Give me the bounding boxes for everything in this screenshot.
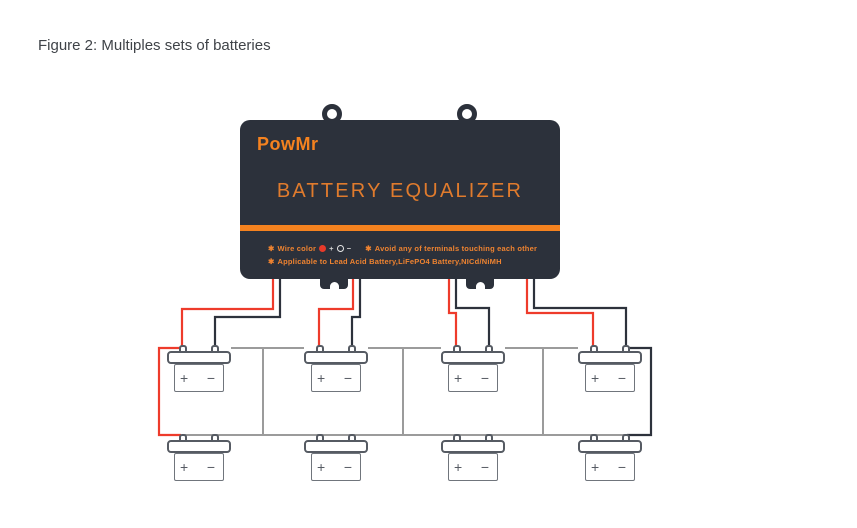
negative-terminal: [348, 434, 356, 442]
tab-notch-icon: [329, 282, 339, 289]
battery-top-3: + −: [441, 345, 505, 392]
wire-color-label: Wire color: [277, 244, 317, 253]
black-wire-battery-4: [532, 277, 628, 346]
black-wire-battery-2: [350, 277, 362, 346]
battery-cap: [441, 440, 505, 453]
minus-label: −: [343, 370, 352, 386]
battery-body: + −: [585, 364, 635, 392]
warning-label: Avoid any of terminals touching each oth…: [374, 244, 538, 253]
positive-terminal: [179, 434, 187, 442]
asterisk-icon: ✱: [268, 244, 275, 253]
mounting-tab-right-icon: [466, 277, 494, 289]
negative-terminal: [485, 434, 493, 442]
red-parallel-link-left: [157, 346, 183, 437]
minus-label: −: [480, 370, 489, 386]
negative-terminal: [485, 345, 493, 353]
red-wire-battery-4: [525, 277, 595, 346]
red-wire-battery-3: [447, 277, 458, 346]
positive-wire-dot-icon: [319, 245, 327, 252]
battery-body: + −: [448, 364, 498, 392]
black-parallel-link-right: [625, 346, 653, 437]
battery-top-2: + −: [304, 345, 368, 392]
positive-terminal: [316, 434, 324, 442]
note-applicable: ✱ Applicable to Lead Acid Battery,LiFePO…: [268, 257, 502, 266]
brand-logo: PowMr: [257, 134, 319, 154]
battery-top-1: + −: [167, 345, 231, 392]
battery-cap: [167, 351, 231, 364]
battery-bottom-2: + −: [304, 434, 368, 481]
battery-cap: [578, 440, 642, 453]
orange-stripe: [240, 225, 560, 231]
applicable-label: Applicable to Lead Acid Battery,LiFePO4 …: [277, 257, 502, 266]
minus-label: −: [206, 459, 215, 475]
minus-label: −: [206, 370, 215, 386]
positive-terminal: [590, 434, 598, 442]
battery-body: + −: [174, 453, 224, 481]
battery-body: + −: [311, 453, 361, 481]
plus-label: +: [317, 370, 326, 386]
battery-equalizer-device: PowMr BATTERY EQUALIZER ✱ Wire color + −…: [240, 120, 560, 289]
tab-notch-icon: [475, 282, 485, 289]
negative-terminal: [211, 434, 219, 442]
device-title: BATTERY EQUALIZER: [276, 180, 524, 202]
negative-terminal: [348, 345, 356, 353]
red-wire-battery-2: [317, 277, 355, 346]
mounting-tab-left-icon: [320, 277, 348, 289]
black-wire-battery-1: [213, 277, 282, 346]
minus-label: −: [480, 459, 489, 475]
battery-body: + −: [585, 453, 635, 481]
red-wire-battery-1: [180, 277, 275, 346]
note-wire-color: ✱ Wire color + − ✱ Avoid any of terminal…: [268, 244, 537, 253]
battery-cap: [304, 440, 368, 453]
minus-label: −: [617, 459, 626, 475]
asterisk-icon: ✱: [268, 257, 275, 266]
plus-label: +: [180, 370, 189, 386]
battery-bottom-1: + −: [167, 434, 231, 481]
minus-label: −: [617, 370, 626, 386]
battery-bottom-4: + −: [578, 434, 642, 481]
positive-terminal: [453, 345, 461, 353]
plus-label: +: [591, 459, 600, 475]
figure-caption: Figure 2: Multiples sets of batteries: [38, 37, 271, 54]
positive-terminal: [179, 345, 187, 353]
negative-terminal: [211, 345, 219, 353]
battery-body: + −: [174, 364, 224, 392]
plus-label: +: [317, 459, 326, 475]
battery-cap: [167, 440, 231, 453]
battery-cap: [304, 351, 368, 364]
positive-terminal: [316, 345, 324, 353]
battery-body: + −: [448, 453, 498, 481]
plus-label: +: [180, 459, 189, 475]
plus-label: +: [454, 370, 463, 386]
battery-cap: [578, 351, 642, 364]
minus-symbol: −: [346, 244, 352, 253]
plus-label: +: [591, 370, 600, 386]
minus-label: −: [343, 459, 352, 475]
battery-bottom-3: + −: [441, 434, 505, 481]
negative-terminal: [622, 345, 630, 353]
black-wire-battery-3: [454, 277, 491, 346]
positive-terminal: [453, 434, 461, 442]
plus-symbol: +: [329, 244, 334, 253]
plus-label: +: [454, 459, 463, 475]
battery-top-4: + −: [578, 345, 642, 392]
battery-cap: [441, 351, 505, 364]
asterisk-icon: ✱: [365, 244, 372, 253]
negative-wire-dot-icon: [336, 245, 344, 252]
battery-body: + −: [311, 364, 361, 392]
positive-terminal: [590, 345, 598, 353]
negative-terminal: [622, 434, 630, 442]
